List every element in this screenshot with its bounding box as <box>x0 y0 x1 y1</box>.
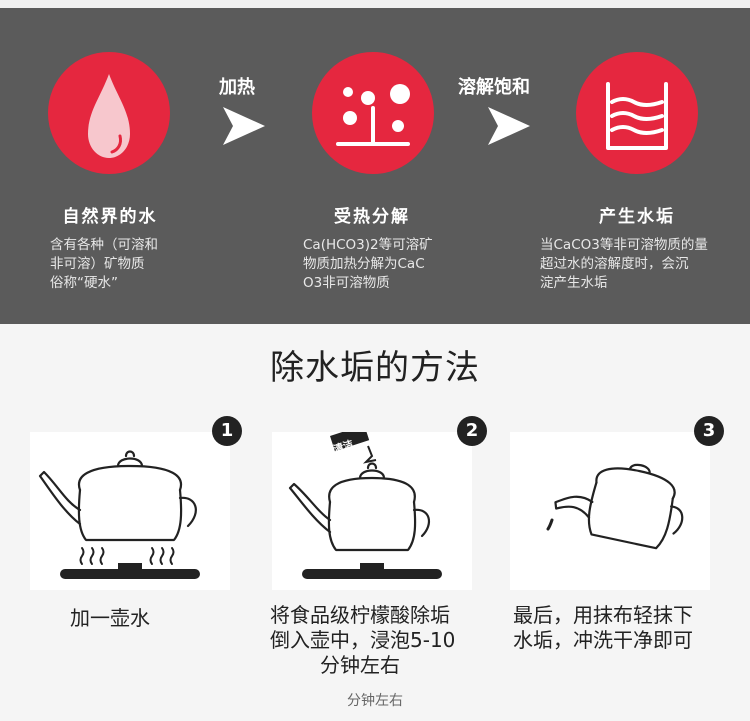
stage-desc-natural-water: 含有各种（可溶和 非可溶）矿物质 俗称“硬水” <box>50 236 158 293</box>
arrow-label-saturation: 溶解饱和 <box>458 77 530 98</box>
footer-note: 分钟左右 <box>347 693 403 709</box>
step-line: 将食品级柠檬酸除垢 <box>270 603 450 627</box>
desc-line: 当CaCO3等非可溶物质的量 <box>540 237 708 253</box>
stage-desc-scale: 当CaCO3等非可溶物质的量 超过水的溶解度时，会沉 淀产生水垢 <box>540 236 708 293</box>
desc-line: 非可溶）矿物质 <box>50 256 145 272</box>
kettle-on-stove-icon <box>38 450 200 579</box>
kettle-with-citric-acid-icon <box>288 424 442 579</box>
step-line: 水垢，冲洗干净即可 <box>513 628 693 652</box>
arrow-right-icon <box>488 107 530 145</box>
step-line: 最后，用抹布轻抹下 <box>513 603 693 627</box>
water-drop-icon <box>48 52 170 174</box>
stage-desc-decompose: Ca(HCO3)2等可溶矿 物质加热分解为CaC O3非可溶物质 <box>303 236 433 293</box>
pouring-kettle-icon <box>546 463 684 550</box>
step-line: 倒入壶中，浸泡5-10 <box>270 628 456 652</box>
desc-line: 淀产生水垢 <box>540 275 608 291</box>
step-number-badge-1: 1 <box>212 416 242 446</box>
desc-line: O3非可溶物质 <box>303 275 390 291</box>
step-card-3 <box>510 432 710 590</box>
method-heading: 除水垢的方法 <box>270 348 480 388</box>
step-card-2: 清洁 <box>272 424 472 590</box>
step-text-3: 最后，用抹布轻抹下 水垢，冲洗干净即可 <box>513 603 693 653</box>
step-number-badge-2: 2 <box>457 416 487 446</box>
scale-container-icon <box>576 52 698 174</box>
stage-title-scale: 产生水垢 <box>599 207 675 227</box>
desc-line: Ca(HCO3)2等可溶矿 <box>303 237 433 253</box>
desc-line: 含有各种（可溶和 <box>50 237 158 253</box>
molecule-decompose-icon <box>312 52 434 174</box>
stage-title-decompose: 受热分解 <box>334 207 410 227</box>
top-strip <box>0 0 750 8</box>
desc-line: 超过水的溶解度时，会沉 <box>540 256 689 272</box>
desc-line: 物质加热分解为CaC <box>303 256 425 272</box>
stage-title-natural-water: 自然界的水 <box>62 207 158 227</box>
arrow-right-icon <box>223 107 265 145</box>
step-line: 分钟左右 <box>320 653 400 677</box>
step-number-badge-3: 3 <box>694 416 724 446</box>
desc-line: 俗称“硬水” <box>50 275 118 291</box>
step-line: 加一壶水 <box>70 606 150 630</box>
step-text-2: 将食品级柠檬酸除垢 倒入壶中，浸泡5-10 分钟左右 <box>270 603 455 678</box>
step-card-1 <box>30 432 230 590</box>
arrow-label-heat: 加热 <box>219 77 255 98</box>
step-text-1: 加一壶水 <box>70 606 150 631</box>
